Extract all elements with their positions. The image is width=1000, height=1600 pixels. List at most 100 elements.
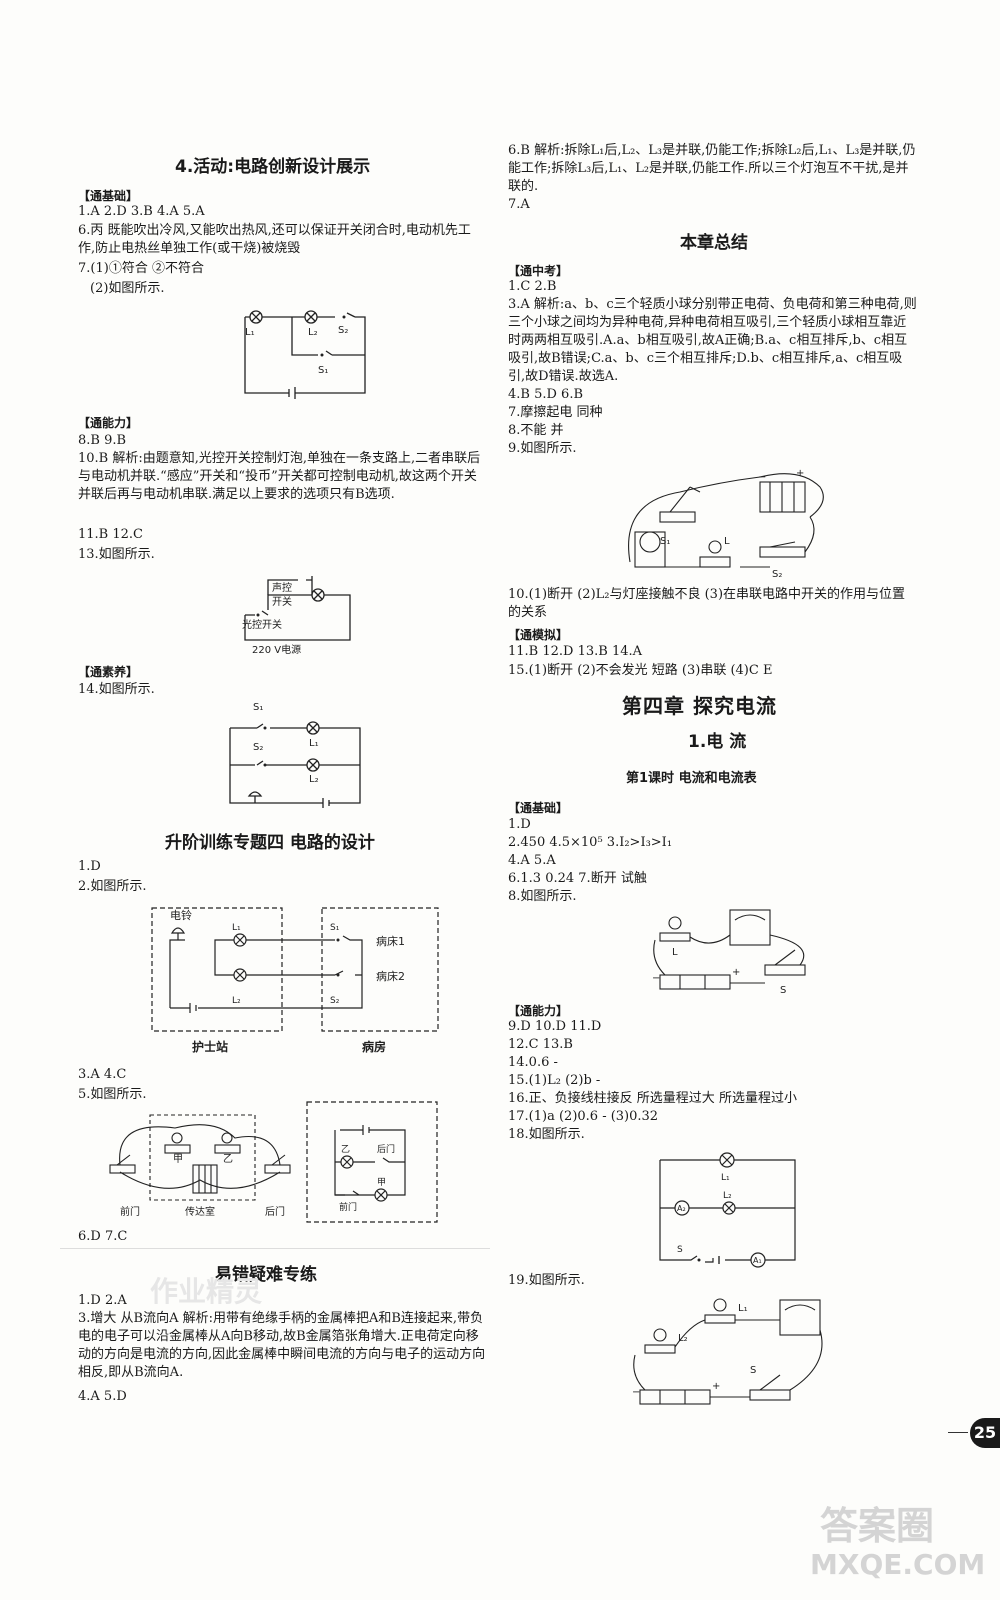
- section-title-topic4: 升阶训练专题四 电路的设计: [165, 833, 375, 853]
- label-yi: 乙: [223, 1153, 233, 1165]
- current-answer-8: 8.如图所示.: [508, 889, 577, 904]
- answer-14: 14.如图所示.: [78, 682, 155, 697]
- page-number-badge: 25: [970, 1418, 1000, 1448]
- section-label-literacy: 【通素养】: [78, 665, 139, 679]
- label-plus: +: [796, 468, 804, 479]
- label-S: S: [677, 1245, 683, 1255]
- current-answer-17: 17.(1)a (2)0.6 - (3)0.32: [508, 1109, 659, 1124]
- section-title-errors: 易错疑难专练: [215, 1265, 317, 1285]
- topic-answer-2: 2.如图所示.: [78, 879, 147, 894]
- summary-answer-3: 3.A 解析:a、b、c三个轻质小球分别带正电荷、负电荷和第三种电荷,则三个小球…: [508, 297, 917, 384]
- label-plus: +: [732, 967, 740, 978]
- label-jia: 甲: [173, 1154, 183, 1165]
- label-S2: S₂: [772, 569, 782, 580]
- site-logo: 答案圈: [820, 1504, 935, 1548]
- label-L1: L₁: [721, 1173, 730, 1183]
- mock-answer-15: 15.(1)断开 (2)不会发光 短路 (3)串联 (4)C E: [508, 663, 773, 678]
- current-answer-18: 18.如图所示.: [508, 1127, 585, 1142]
- current-answer-14: 14.0.6 -: [508, 1055, 558, 1070]
- label-minus: −: [758, 472, 766, 483]
- label-front-door: 前门: [120, 1205, 140, 1218]
- section-title-activity: 4.活动:电路创新设计展示: [175, 157, 371, 177]
- label-L2: L₂: [678, 1333, 688, 1344]
- section-label-mock: 【通模拟】: [508, 628, 569, 642]
- label-ward: 病房: [362, 1039, 386, 1054]
- current-answer-6-7: 6.1.3 0.24 7.断开 试触: [508, 871, 647, 886]
- label-bed1: 病床1: [376, 934, 405, 948]
- chapter-title: 第四章 探究电流: [622, 694, 777, 718]
- current-answer-19: 19.如图所示.: [508, 1273, 585, 1288]
- ammeter-A1: A₁: [753, 1256, 762, 1265]
- label-minus: −: [632, 1387, 640, 1398]
- label-S2: S₂: [330, 996, 340, 1006]
- answer-6: 6.丙 既能吹出冷风,又能吹出热风,还可以保证开关闭合时,电动机先工作,防止电热…: [78, 223, 471, 256]
- label-bed2: 病床2: [376, 969, 405, 983]
- section-label-ability: 【通能力】: [78, 416, 139, 430]
- label-plus: +: [712, 1381, 720, 1392]
- label-S: S: [750, 1365, 756, 1376]
- answer-7a: 7.(1)①符合 ②不符合: [78, 261, 204, 276]
- label-L1: L₁: [738, 1303, 748, 1314]
- label-voice-control: 声控: [272, 581, 292, 594]
- section-label-exam: 【通中考】: [508, 264, 569, 278]
- label-L: L: [724, 536, 730, 547]
- answer-8-9: 8.B 9.B: [78, 433, 127, 448]
- section-title-current: 1.电 流: [688, 732, 747, 752]
- label-light-control-switch: 光控开关: [242, 618, 282, 631]
- summary-answer-9: 9.如图所示.: [508, 441, 577, 456]
- label-S2: S₂: [338, 325, 348, 336]
- label-L1: L₁: [232, 923, 241, 933]
- summary-answer-4-6: 4.B 5.D 6.B: [508, 387, 584, 402]
- summary-answer-8: 8.不能 并: [508, 423, 564, 438]
- answer-r7: 7.A: [508, 197, 530, 212]
- divider: [60, 1248, 490, 1249]
- circuit-diagram-18: L₁ L₂ A₂ A₁ S: [659, 1152, 796, 1268]
- error-answer-1-2: 1.D 2.A: [78, 1293, 127, 1308]
- circuit-physical-8: L S − +: [652, 909, 806, 996]
- section-label-ability-2: 【通能力】: [508, 1004, 569, 1018]
- summary-answer-10: 10.(1)断开 (2)L₂与灯座接触不良 (3)在串联电路中开关的作用与位置的…: [508, 587, 906, 620]
- topic-answer-5: 5.如图所示.: [78, 1087, 147, 1102]
- current-answer-9-11: 9.D 10.D 11.D: [508, 1019, 602, 1034]
- ammeter-A2: A₂: [677, 1204, 686, 1213]
- circuit-diagram-7: L₁ L₂ S₂ S₁: [244, 310, 366, 399]
- lesson-title: 第1课时 电流和电流表: [626, 771, 757, 786]
- mock-answer-11-14: 11.B 12.D 13.B 14.A: [508, 644, 643, 659]
- label-bell: 电铃: [170, 908, 192, 922]
- topic-answer-6-7: 6.D 7.C: [78, 1229, 128, 1244]
- current-answer-15: 15.(1)L₂ (2)b -: [508, 1073, 601, 1088]
- label-nurse-station: 护士站: [192, 1039, 228, 1054]
- label-minus: −: [652, 973, 660, 984]
- label-L2: L₂: [309, 774, 319, 785]
- current-answer-4-5: 4.A 5.A: [508, 853, 556, 868]
- answer-1-5: 1.A 2.D 3.B 4.A 5.A: [78, 204, 205, 219]
- label-L2: L₂: [723, 1191, 732, 1201]
- label-back-door: 后门: [377, 1143, 395, 1155]
- circuit-physical-19: L₁ L₂ S − +: [632, 1298, 823, 1405]
- circuit-diagram-hospital: 电铃 L₁ L₂ S₁ S₂ 病床1 病床2 护士站 病房: [151, 907, 439, 1054]
- circuit-diagram-14: S₁ S₂ L₁ L₂: [229, 702, 361, 808]
- label-S1: S₁: [253, 702, 263, 713]
- page-number-rule: [948, 1432, 968, 1433]
- current-answer-2-3: 2.450 4.5×10⁵ 3.I₂>I₃>I₁: [508, 835, 673, 850]
- label-L2: L₂: [308, 327, 318, 338]
- answer-10: 10.B 解析:由题意知,光控开关控制灯泡,单独在一条支路上,二者串联后与电动机…: [78, 451, 481, 502]
- label-yi: 乙: [341, 1144, 350, 1155]
- label-L: L: [672, 947, 678, 958]
- answer-11-12: 11.B 12.C: [78, 527, 143, 542]
- site-url: MXQE.COM: [810, 1548, 986, 1581]
- circuit-diagram-13: 声控 开关 光控开关 220 V电源: [242, 576, 351, 656]
- label-S2: S₂: [253, 742, 263, 753]
- circuit-diagram-gate: 乙 后门 前门 甲: [306, 1101, 438, 1223]
- section-title-summary: 本章总结: [680, 233, 748, 253]
- circuit-physical-9: S₁ L S₂ − +: [628, 468, 824, 580]
- label-reception: 传达室: [185, 1205, 215, 1218]
- section-label-basic-2: 【通基础】: [508, 801, 569, 815]
- current-answer-12-13: 12.C 13.B: [508, 1037, 573, 1052]
- label-L1: L₁: [309, 738, 319, 749]
- label-S1: S₁: [660, 536, 670, 547]
- current-answer-16: 16.正、负接线柱接反 所选量程过大 所选量程过小: [508, 1091, 797, 1106]
- answer-13: 13.如图所示.: [78, 547, 155, 562]
- topic-answer-3-4: 3.A 4.C: [78, 1067, 127, 1082]
- answer-r6: 6.B 解析:拆除L₁后,L₂、L₃是并联,仍能工作;拆除L₂后,L₁、L₃是并…: [508, 143, 916, 194]
